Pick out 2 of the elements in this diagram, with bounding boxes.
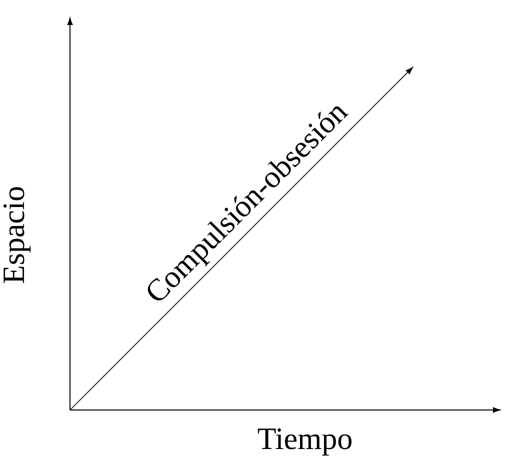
axis-label: Tiempo <box>258 428 352 456</box>
axis-label: Espacio <box>3 187 31 284</box>
